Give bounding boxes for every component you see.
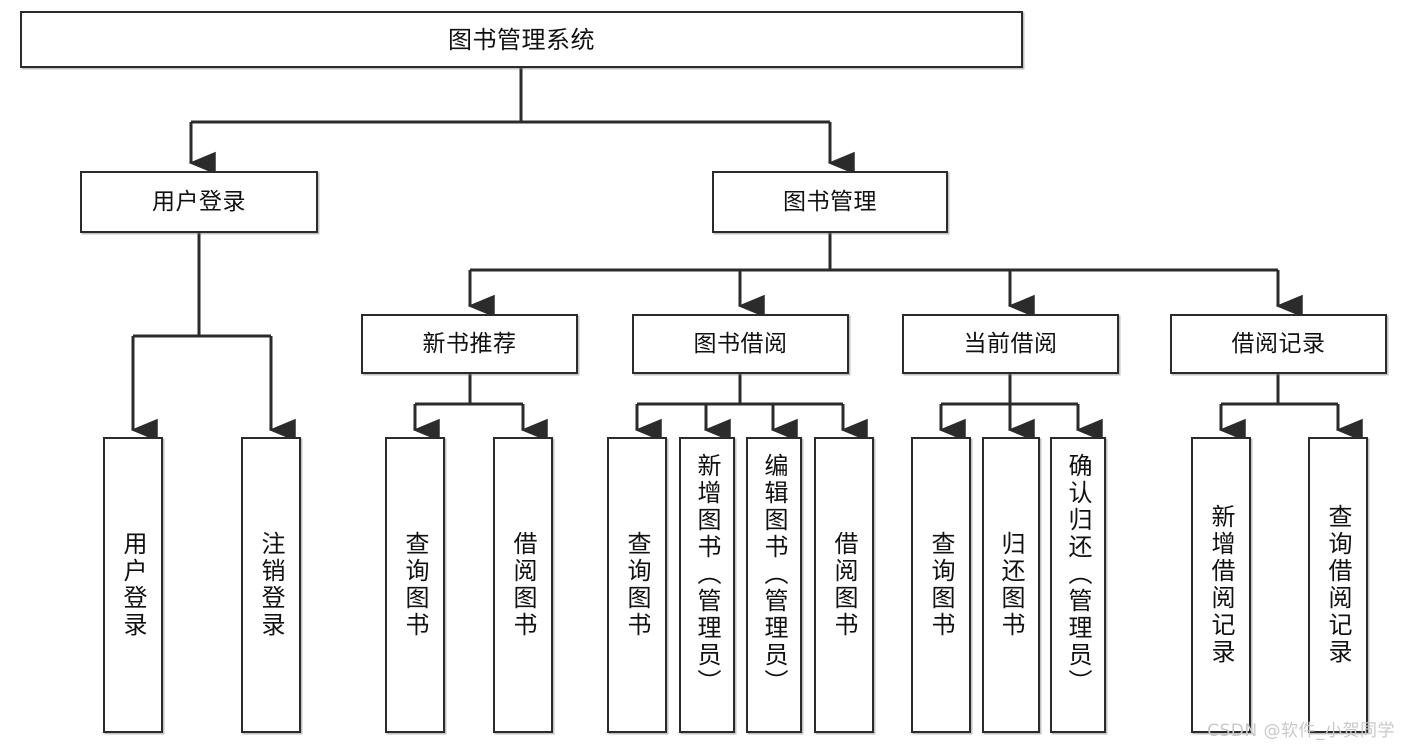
node-leaf-logout[interactable]: 注销登录	[241, 437, 301, 733]
node-book-management[interactable]: 图书管理	[712, 171, 948, 233]
node-label: 借阅图书	[830, 531, 858, 639]
node-borrow-record[interactable]: 借阅记录	[1170, 314, 1387, 374]
node-label: 用户登录	[152, 188, 246, 215]
node-leaf-confirm-return-admin[interactable]: 确认归还（管理员）	[1050, 437, 1106, 733]
node-leaf-user-login[interactable]: 用户登录	[103, 437, 163, 733]
node-label: 借阅图书	[509, 531, 537, 639]
node-user-login[interactable]: 用户登录	[80, 171, 318, 233]
node-label: 确认归还（管理员）	[1064, 453, 1092, 696]
node-leaf-borrow-book-a[interactable]: 借阅图书	[493, 437, 553, 733]
node-label: 新增图书（管理员）	[693, 453, 721, 696]
node-label: 新书推荐	[422, 330, 517, 357]
node-label: 查询借阅记录	[1324, 504, 1352, 666]
node-leaf-query-book-c[interactable]: 查询图书	[911, 437, 971, 733]
node-label: 查询图书	[927, 531, 955, 639]
node-label: 注销登录	[257, 531, 285, 639]
node-label: 用户登录	[119, 531, 147, 639]
node-label: 图书管理	[783, 188, 877, 215]
watermark-text: CSDN @软件_小贺同学	[1207, 721, 1395, 741]
node-label: 新增借阅记录	[1207, 504, 1235, 666]
node-label: 查询图书	[623, 531, 651, 639]
node-book-borrow[interactable]: 图书借阅	[632, 314, 849, 374]
node-label: 查询图书	[401, 531, 429, 639]
node-leaf-return-book[interactable]: 归还图书	[982, 437, 1040, 733]
node-label: 编辑图书（管理员）	[760, 453, 788, 696]
node-leaf-add-borrow-record[interactable]: 新增借阅记录	[1191, 437, 1251, 733]
node-new-book-recommend[interactable]: 新书推荐	[361, 314, 578, 374]
node-leaf-query-book-a[interactable]: 查询图书	[385, 437, 445, 733]
node-label: 图书借阅	[693, 330, 788, 357]
node-leaf-add-book-admin[interactable]: 新增图书（管理员）	[679, 437, 735, 733]
node-label: 当前借阅	[963, 330, 1058, 357]
node-label: 借阅记录	[1231, 330, 1326, 357]
node-leaf-borrow-book-b[interactable]: 借阅图书	[814, 437, 874, 733]
node-leaf-query-book-b[interactable]: 查询图书	[607, 437, 667, 733]
node-label: 图书管理系统	[448, 25, 595, 54]
node-root-book-management-system[interactable]: 图书管理系统	[20, 11, 1023, 68]
node-label: 归还图书	[997, 531, 1025, 639]
node-leaf-edit-book-admin[interactable]: 编辑图书（管理员）	[746, 437, 802, 733]
node-current-borrow[interactable]: 当前借阅	[902, 314, 1119, 374]
node-leaf-query-borrow-record[interactable]: 查询借阅记录	[1308, 437, 1368, 733]
